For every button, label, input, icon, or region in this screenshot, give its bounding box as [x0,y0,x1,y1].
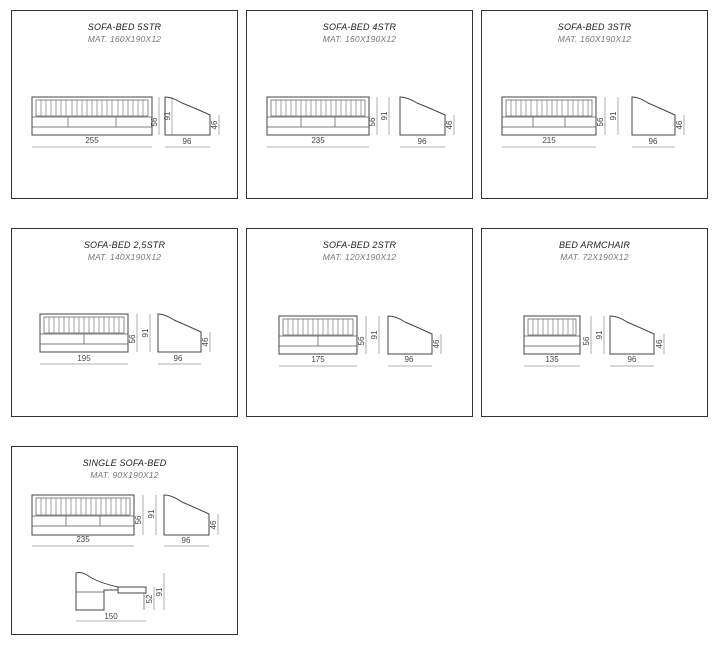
card-sofa-bed-2str: SOFA-BED 2STR MAT. 120X190X12 [246,228,473,417]
bed-open-view [75,572,165,622]
dim-bed-back: 91 [155,587,164,596]
dim-width: 235 [76,535,90,544]
card-sofa-bed-4str: SOFA-BED 4STR MAT. 160X190X12 [246,10,473,199]
dim-width: 215 [542,136,556,145]
dim-side-height: 46 [201,337,210,346]
dim-depth: 96 [418,137,427,146]
sofa-drawing: 135 56 91 96 46 [523,315,665,367]
front-view [266,96,390,148]
card-title: SOFA-BED 4STR [322,22,397,32]
card-title: SOFA-BED 2STR [322,240,397,250]
sofa-drawing: 195 56 91 96 46 [39,313,211,365]
dim-back-height: 91 [609,111,618,120]
sofa-drawing: 235 56 91 96 46 150 52 91 [31,494,219,622]
card-title: SOFA-BED 5STR [87,22,162,32]
dim-width: 235 [311,136,325,145]
side-view [163,494,219,547]
dim-side-height: 46 [675,120,684,129]
dim-back-height: 91 [595,330,604,339]
dim-width: 175 [311,355,325,364]
dim-seat-height: 56 [582,336,591,345]
dim-seat-height: 56 [128,334,137,343]
dim-back-height: 91 [163,111,172,120]
dim-depth: 96 [174,354,183,363]
front-view [523,315,605,367]
card-subtitle: MAT. 90X190X12 [90,470,159,480]
front-view [278,315,380,367]
front-view [31,494,157,547]
side-view [157,313,211,365]
dim-side-height: 46 [209,520,218,529]
dim-bed-height: 52 [145,594,154,603]
side-view [164,96,220,148]
side-view [399,96,455,148]
dim-back-height: 91 [370,330,379,339]
card-subtitle: MAT. 160X190X12 [87,34,162,44]
dim-depth: 96 [405,355,414,364]
card-subtitle: MAT. 160X190X12 [557,34,632,44]
card-subtitle: MAT. 72X190X12 [560,252,629,262]
front-view [501,96,619,148]
dim-side-height: 46 [210,120,219,129]
sofa-drawing: 235 56 91 96 46 [266,96,455,148]
dim-width: 255 [85,136,99,145]
card-bed-armchair: BED ARMCHAIR MAT. 72X190X12 135 56 [481,228,708,417]
sofa-drawing: 175 56 91 96 46 [278,315,442,367]
dim-seat-height: 56 [596,117,605,126]
dim-seat-height: 56 [150,117,159,126]
card-single-sofa-bed: SINGLE SOFA-BED MAT. 90X190X12 [11,446,238,635]
front-view [39,313,151,365]
dim-depth: 96 [628,355,637,364]
dim-width: 135 [545,355,559,364]
card-title: SOFA-BED 3STR [557,22,632,32]
front-view [31,96,173,148]
side-view [631,96,685,148]
sofa-drawing: 215 56 91 96 46 [501,96,685,148]
dim-side-height: 46 [432,339,441,348]
side-view [609,315,665,367]
dim-seat-height: 56 [134,515,143,524]
card-sofa-bed-3str: SOFA-BED 3STR MAT. 160X190X12 [481,10,708,199]
card-subtitle: MAT. 160X190X12 [322,34,397,44]
dim-back-height: 91 [141,328,150,337]
dim-back-height: 91 [380,111,389,120]
dim-bed-length: 150 [104,612,118,621]
dim-depth: 96 [649,137,658,146]
card-title: SINGLE SOFA-BED [82,458,167,468]
dim-side-height: 46 [655,339,664,348]
card-title: SOFA-BED 2,5STR [83,240,166,250]
sofa-drawing: 255 56 91 96 46 [31,96,220,148]
dim-depth: 96 [182,536,191,545]
card-sofa-bed-5str: SOFA-BED 5STR MAT. 160X190X12 [11,10,238,199]
dim-depth: 96 [183,137,192,146]
dim-seat-height: 56 [368,117,377,126]
dim-width: 195 [77,354,91,363]
card-title: BED ARMCHAIR [558,240,631,250]
dim-back-height: 91 [147,509,156,518]
side-view [387,315,442,367]
card-subtitle: MAT. 120X190X12 [322,252,397,262]
dim-seat-height: 56 [357,336,366,345]
dim-side-height: 46 [445,120,454,129]
card-subtitle: MAT. 140X190X12 [87,252,162,262]
card-sofa-bed-2-5str: SOFA-BED 2,5STR MAT. 140X190X12 [11,228,238,417]
